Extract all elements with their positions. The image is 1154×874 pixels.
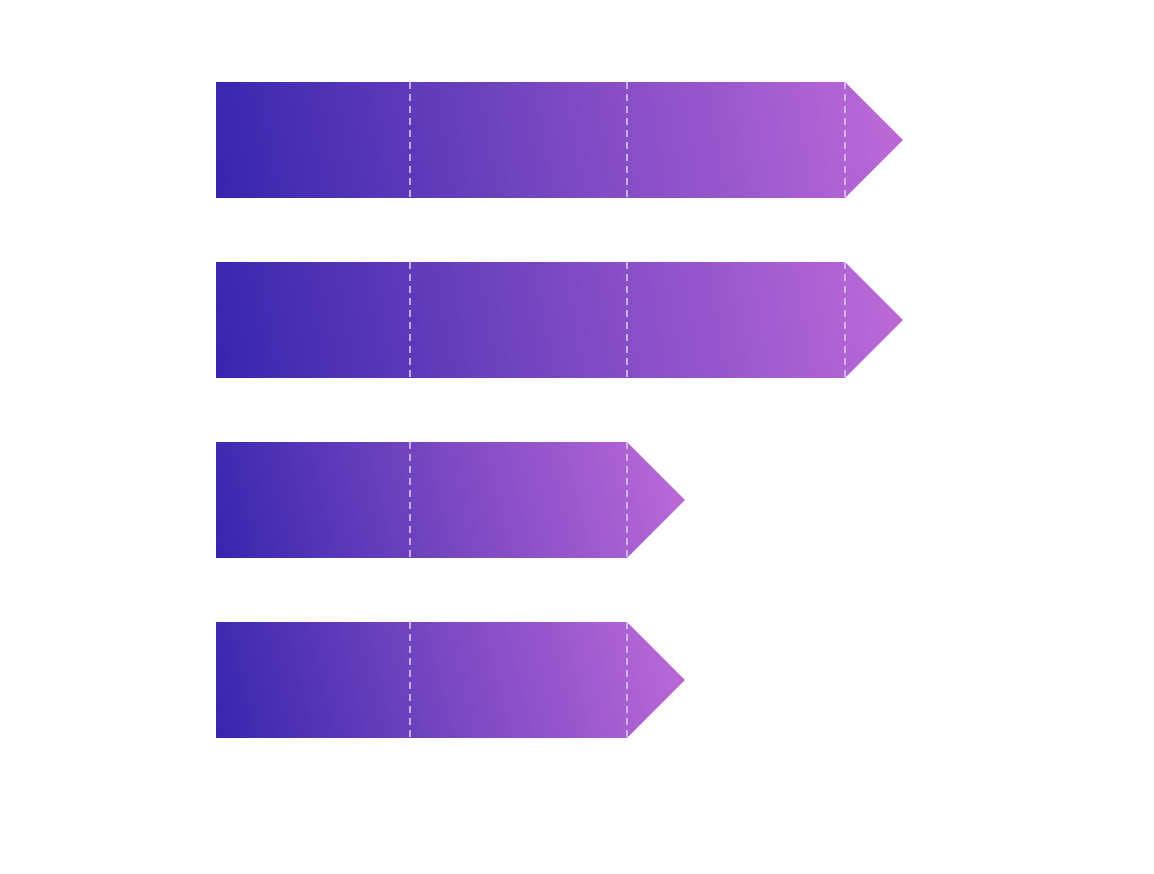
arrow-row-2 [216, 262, 903, 378]
arrow-row-1 [216, 82, 903, 198]
arrow-shape [216, 262, 903, 378]
arrow-shape [216, 82, 903, 198]
arrow-shape [216, 622, 685, 738]
arrow-row-3 [216, 442, 685, 558]
arrow-row-4 [216, 622, 685, 738]
arrow-shape [216, 442, 685, 558]
